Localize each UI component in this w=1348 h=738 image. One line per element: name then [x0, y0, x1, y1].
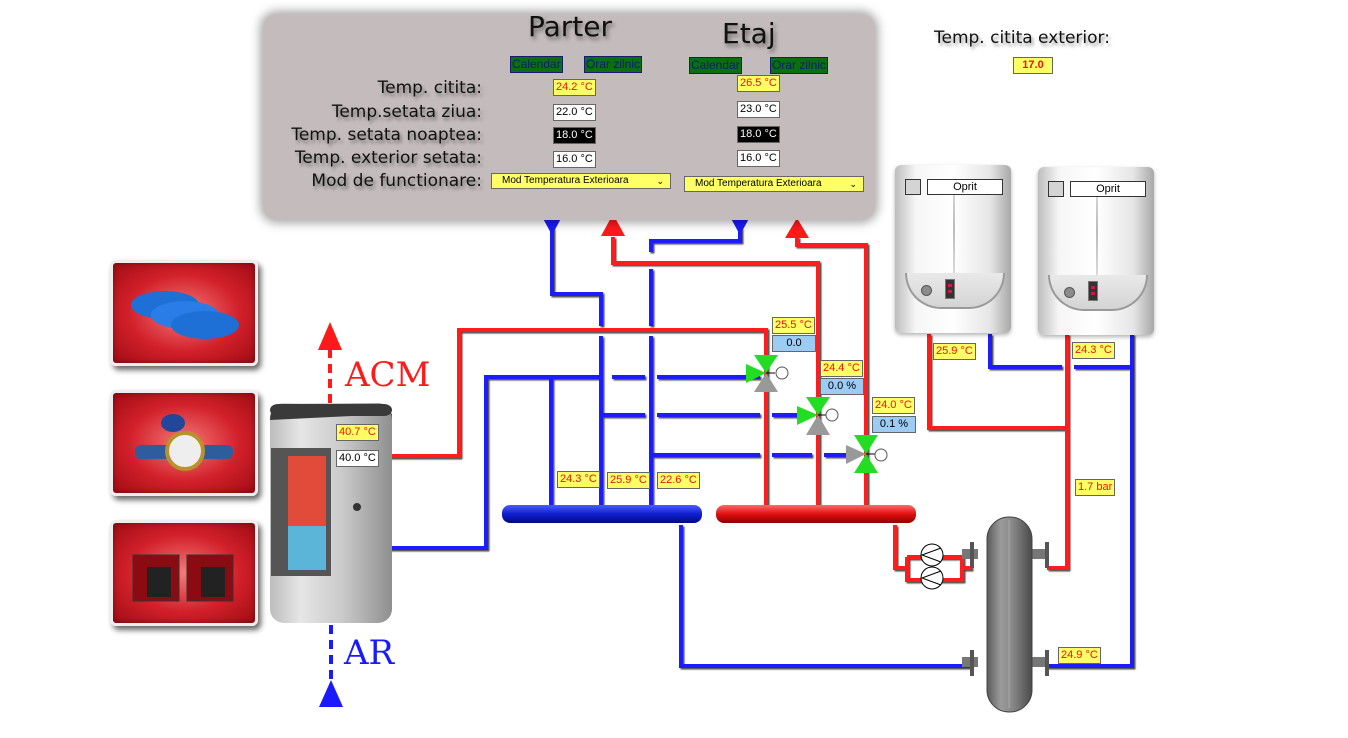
mixing-valve-3-icon	[846, 435, 888, 473]
boiler-1-status-indicator	[905, 179, 921, 195]
parter-schedule-button[interactable]: Orar zilnic	[584, 56, 643, 73]
boiler-1-state[interactable]: Oprit	[927, 179, 1003, 195]
label-temp-night: Temp. setata noaptea:	[291, 125, 482, 145]
dhw-temp-read: 40.7 °C	[336, 424, 379, 441]
return-temp-1: 24.3 °C	[557, 471, 600, 488]
zone-title-parter: Parter	[528, 10, 613, 43]
chevron-down-icon: ⌄	[849, 179, 857, 189]
menu-water-meter[interactable]	[110, 390, 258, 496]
dhw-temp-set[interactable]: 40.0 °C	[336, 450, 379, 467]
display-icon	[1088, 281, 1098, 301]
exterior-temp-label: Temp. citita exterior:	[934, 28, 1110, 48]
parter-supply-arrow-icon	[601, 214, 625, 236]
boiler-2-state[interactable]: Oprit	[1070, 181, 1146, 197]
label-temp-day: Temp.setata ziua:	[331, 102, 482, 122]
boiler-2[interactable]: Oprit	[1038, 167, 1154, 335]
etaj-schedule-button[interactable]: Orar zilnic	[770, 57, 829, 74]
etaj-temp-ext-set[interactable]: 16.0 °C	[737, 150, 780, 167]
acm-label: ACM	[344, 355, 430, 395]
etaj-calendar-button[interactable]: Calendar	[689, 57, 742, 74]
zone-title-etaj: Etaj	[722, 17, 776, 50]
boiler-2-flow-temp: 24.3 °C	[1072, 342, 1115, 359]
parter-temp-ext-set[interactable]: 16.0 °C	[553, 151, 596, 168]
water-meter-icon	[135, 414, 233, 471]
supply-collector	[716, 505, 916, 523]
parter-temp-night[interactable]: 18.0 °C	[553, 127, 596, 144]
boiler-burners-icon	[132, 554, 234, 602]
exterior-temp-value: 17.0	[1013, 57, 1053, 74]
etaj-supply-arrow-icon	[785, 218, 809, 238]
valve-2-opening: 0.0 %	[820, 378, 864, 395]
boiler-1-flow-temp: 25.9 °C	[933, 343, 976, 360]
separator-return-temp: 24.9 °C	[1058, 647, 1101, 664]
parter-mode-select[interactable]: Mod Temperatura Exterioara ⌄	[491, 173, 671, 189]
label-mode: Mod de functionare:	[311, 171, 482, 191]
etaj-mode-value: Mod Temperatura Exterioara	[695, 178, 822, 189]
expansion-tanks-icon	[131, 291, 239, 339]
menu-boilers-burners[interactable]	[110, 520, 258, 626]
return-collector	[502, 505, 702, 523]
mixing-valve-1-icon	[746, 355, 789, 392]
mixing-valve-2-icon	[797, 397, 839, 435]
valve-3-temp: 24.0 °C	[872, 397, 915, 414]
knob-icon	[1064, 287, 1075, 298]
etaj-temp-read: 26.5 °C	[737, 75, 780, 92]
parter-temp-read: 24.2 °C	[553, 79, 596, 96]
valve-2-temp: 24.4 °C	[820, 360, 863, 377]
etaj-temp-night[interactable]: 18.0 °C	[737, 126, 780, 143]
circulation-pumps-icon	[920, 543, 944, 590]
boiler-1[interactable]: Oprit	[895, 165, 1011, 333]
parter-calendar-button[interactable]: Calendar	[510, 56, 563, 73]
etaj-mode-select[interactable]: Mod Temperatura Exterioara ⌄	[684, 176, 864, 192]
valve-1-opening: 0.0	[772, 335, 816, 352]
menu-expansion-tanks[interactable]	[110, 260, 258, 366]
boiler-2-status-indicator	[1048, 181, 1064, 197]
parter-mode-value: Mod Temperatura Exterioara	[502, 175, 629, 186]
system-pressure: 1.7 bar	[1075, 479, 1116, 496]
ar-label: AR	[343, 633, 396, 673]
return-temp-2: 25.9 °C	[607, 472, 650, 489]
etaj-temp-day[interactable]: 23.0 °C	[737, 101, 780, 118]
hydraulic-separator-icon	[962, 516, 1049, 713]
knob-icon	[921, 285, 932, 296]
return-temp-3: 22.6 °C	[657, 472, 700, 489]
chevron-down-icon: ⌄	[656, 176, 664, 186]
cold-pipes	[387, 228, 1134, 668]
label-temp-ext-set: Temp. exterior setata:	[294, 148, 482, 168]
label-temp-read: Temp. citita:	[377, 78, 482, 98]
parter-temp-day[interactable]: 22.0 °C	[553, 104, 596, 121]
valve-1-temp: 25.5 °C	[772, 317, 815, 334]
display-icon	[945, 279, 955, 299]
valve-3-opening: 0.1 %	[872, 416, 916, 433]
